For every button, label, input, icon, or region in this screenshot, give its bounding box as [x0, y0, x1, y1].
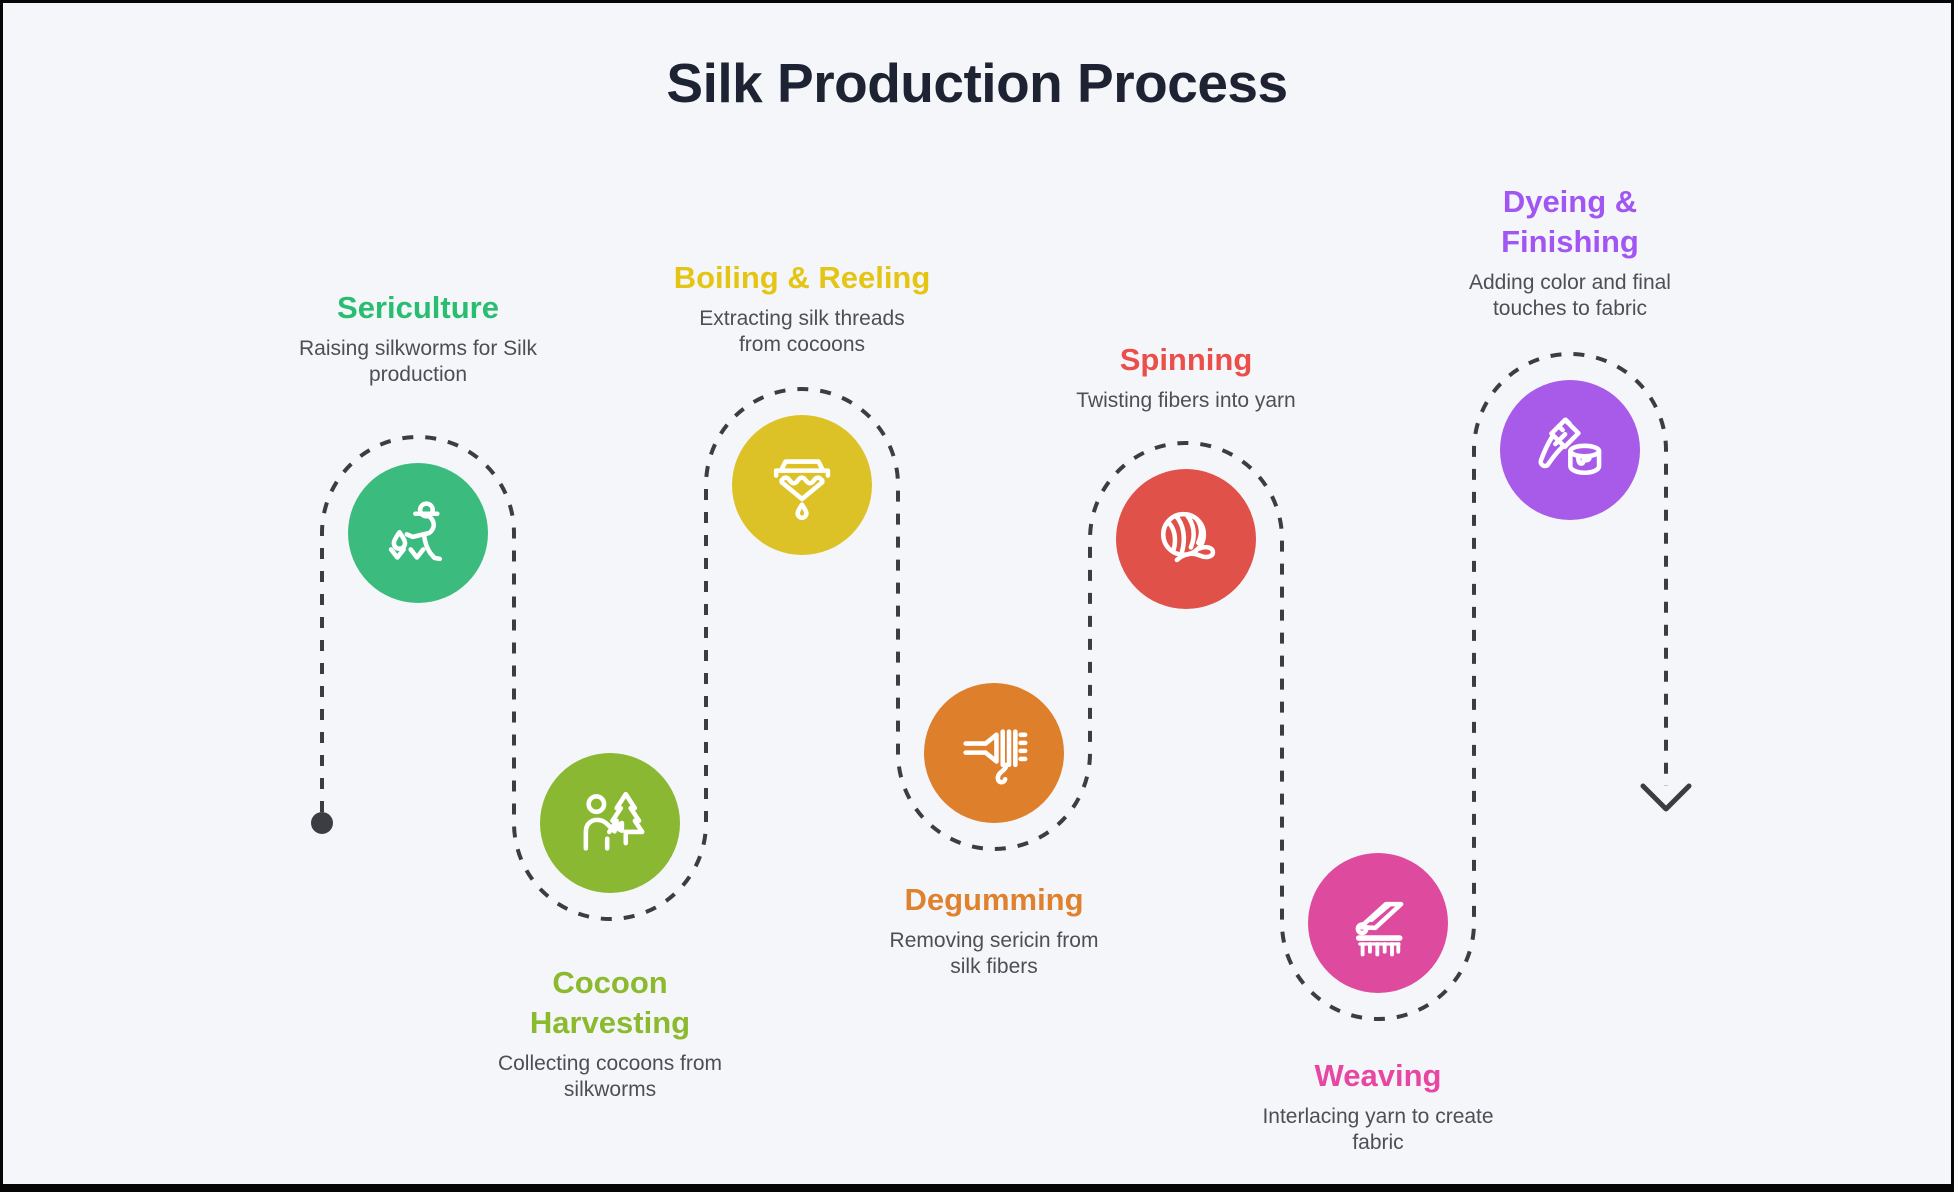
- step-label-boiling-reeling: Boiling & Reeling Extracting silk thread…: [637, 258, 967, 358]
- step-title: Dyeing & Finishing: [1501, 184, 1639, 259]
- step-circle-boiling-reeling: [732, 415, 872, 555]
- step-description: Adding color and final touches to fabric: [1469, 271, 1671, 320]
- loom-icon: [1355, 901, 1404, 957]
- farmer-sowing-icon: [388, 501, 442, 562]
- step-description: Collecting cocoons from silkworms: [497, 1052, 723, 1101]
- paint-brush-bucket-icon: [1538, 417, 1602, 476]
- step-circle-cocoon-harvesting: [540, 753, 680, 893]
- step-title: Weaving: [1314, 1058, 1442, 1093]
- step-description: Twisting fibers into yarn: [1076, 389, 1296, 412]
- step-label-spinning: Spinning Twisting fibers into yarn: [1036, 340, 1336, 414]
- step-label-sericulture: Sericulture Raising silkworms for Silk p…: [268, 288, 568, 388]
- step-description: Interlacing yarn to create fabric: [1262, 1105, 1494, 1154]
- step-label-cocoon-harvesting: Cocoon Harvesting Collecting cocoons fro…: [490, 963, 730, 1103]
- process-path: [311, 352, 1692, 1021]
- person-tree-icon: [583, 791, 645, 851]
- step-title: Boiling & Reeling: [673, 260, 931, 295]
- step-label-weaving: Weaving Interlacing yarn to create fabri…: [1228, 1056, 1528, 1156]
- step-title: Spinning: [1119, 342, 1253, 377]
- fork-fibers-icon: [963, 729, 1028, 785]
- page-title: Silk Production Process: [666, 52, 1288, 114]
- step-title: Sericulture: [337, 290, 499, 325]
- step-circle-sericulture: [348, 463, 488, 603]
- boiling-funnel-icon: [773, 459, 831, 520]
- step-circle-dyeing-finishing: [1500, 380, 1640, 520]
- yarn-ball-icon: [1160, 511, 1216, 563]
- step-title: Cocoon Harvesting: [529, 965, 691, 1040]
- path-start-dot: [311, 812, 333, 834]
- step-circle-spinning: [1116, 469, 1256, 609]
- step-label-dyeing-finishing: Dyeing & Finishing Adding color and fina…: [1460, 182, 1680, 322]
- path-end-arrow-icon: [1640, 783, 1692, 812]
- step-circle-degumming: [924, 683, 1064, 823]
- step-description: Extracting silk threads from cocoons: [699, 307, 905, 356]
- step-label-degumming: Degumming Removing sericin from silk fib…: [844, 880, 1144, 980]
- step-description: Removing sericin from silk fibers: [889, 929, 1099, 978]
- step-circle-weaving: [1308, 853, 1448, 993]
- step-title: Degumming: [904, 882, 1084, 917]
- step-description: Raising silkworms for Silk production: [298, 337, 538, 386]
